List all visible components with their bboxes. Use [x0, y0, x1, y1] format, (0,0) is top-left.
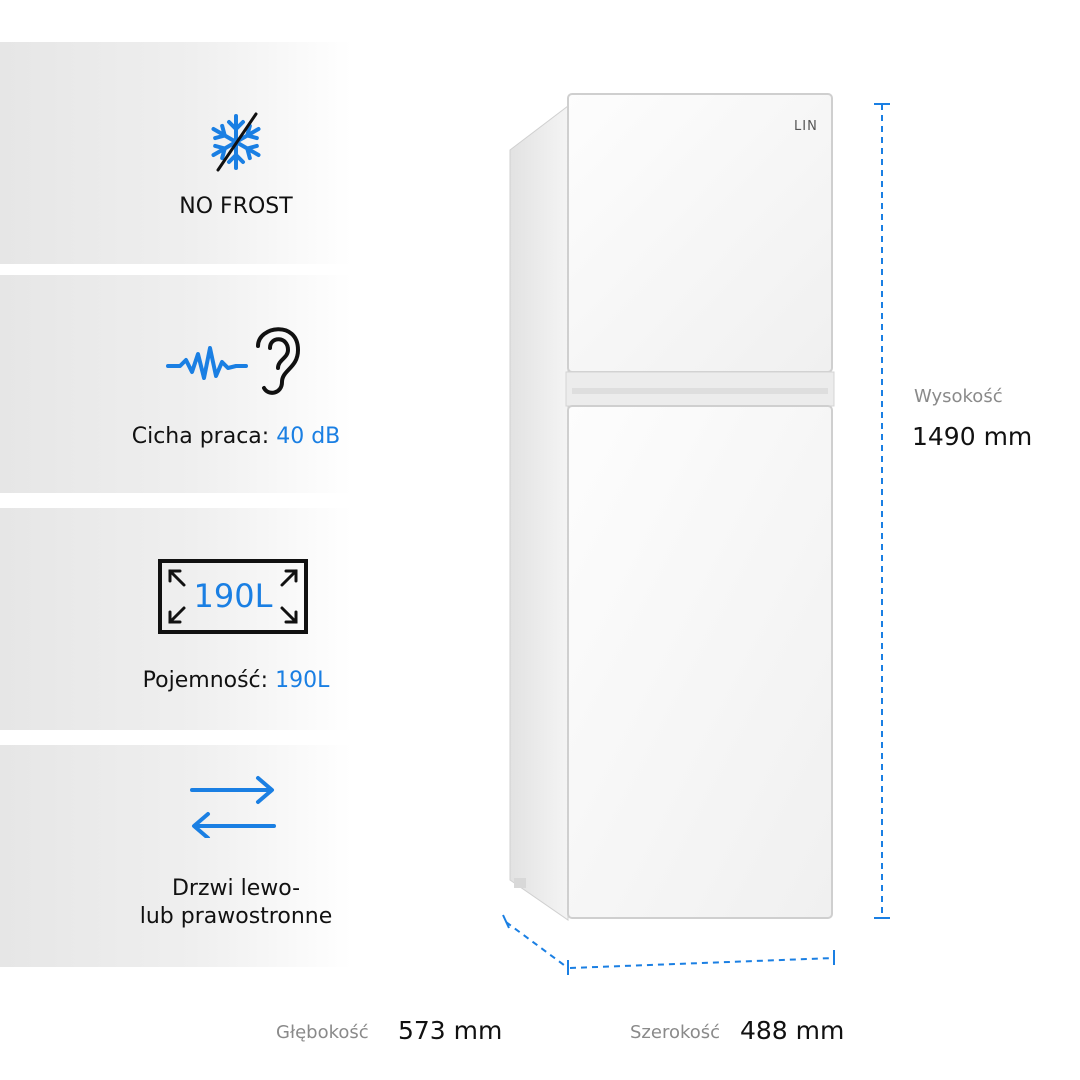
feature-panel-no-frost: [0, 42, 352, 264]
capacity-label: Pojemność: 190L: [0, 668, 472, 693]
feature-panel-doors: [0, 745, 352, 967]
doors-label-line1: Drzwi lewo-: [171, 876, 301, 901]
feature-panel-quiet: [0, 275, 352, 493]
height-value: 1490 mm: [912, 422, 1033, 451]
width-label: Szerokość: [630, 1022, 721, 1043]
doors-label-line2: lub prawostronne: [139, 904, 333, 929]
no-frost-label: NO FROST: [179, 194, 293, 219]
capacity-label-text: Pojemność:: [142, 668, 269, 693]
capacity-badge-icon: 190L: [158, 559, 308, 634]
no-frost-snowflake-icon: [211, 112, 261, 172]
reversible-doors-arrows-icon: [190, 776, 276, 838]
quiet-label-text: Cicha praca:: [131, 424, 270, 449]
depth-value: 573 mm: [398, 1016, 503, 1045]
capacity-value: 190L: [275, 668, 330, 693]
quiet-operation-label: Cicha praca: 40 dB: [0, 424, 472, 449]
ear-sound-wave-icon: [166, 327, 301, 395]
width-value: 488 mm: [740, 1016, 845, 1045]
depth-label: Głębokość: [276, 1022, 369, 1043]
capacity-badge-text: 190L: [193, 577, 273, 615]
height-label: Wysokość: [914, 386, 1003, 407]
refrigerator-image: [509, 93, 835, 921]
quiet-value: 40 dB: [276, 424, 341, 449]
brand-logo: LIN: [794, 119, 818, 134]
